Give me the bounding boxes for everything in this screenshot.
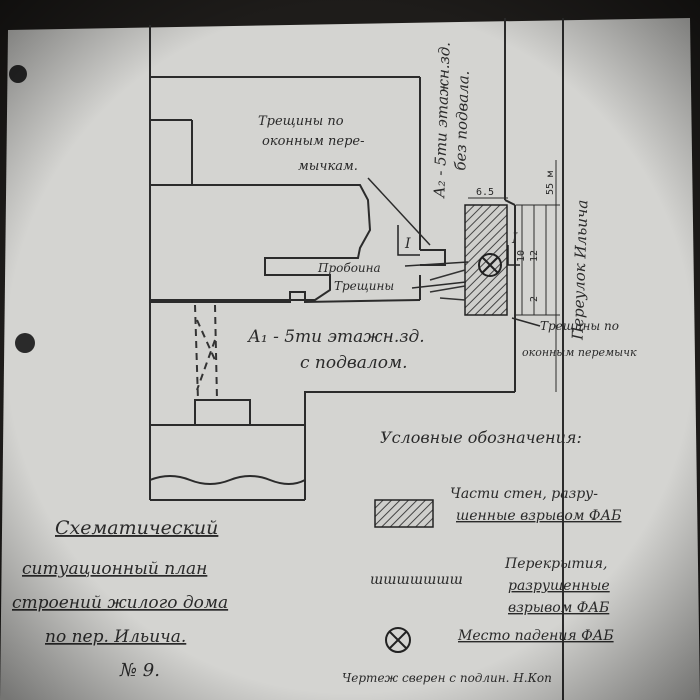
dim-12: 12 [529, 250, 540, 262]
dim-top: 6.5 [476, 187, 494, 198]
title-line1: Схематический [55, 517, 218, 539]
title-line3: строений жилого дома [12, 593, 228, 613]
legend-floor-line1: Перекрытия, [504, 556, 607, 572]
legend-impact-label: Место падения ФАБ [457, 628, 614, 644]
punch-hole-top [9, 65, 27, 83]
note-breach: Пробоина [317, 261, 381, 275]
legend-floor-line2: разрушенные [508, 578, 610, 594]
building-a2-sublabel: без подвала. [451, 70, 472, 171]
footer-note: Чертеж сверен с подлин. Н.Коп [342, 671, 552, 685]
legend-wall-swatch [374, 499, 434, 528]
punch-hole-bottom [15, 333, 35, 353]
legend-title: Условные обозначения: [380, 428, 582, 447]
building-a1-sublabel: с подвалом. [300, 353, 407, 373]
note-cracks-windows-2b: оконным перемычк [522, 346, 637, 359]
section-mark-left: I [404, 236, 411, 252]
building-a1-label: А₁ - 5ти этажн.зд. [247, 327, 425, 347]
note-cracks-windows-1: Трещины по [258, 114, 344, 129]
title-line4: по пер. Ильича. [45, 627, 186, 647]
legend-floor-line3: взрывом ФАБ [508, 600, 609, 616]
legend-wall-line1: Части стен, разру- [450, 486, 598, 502]
dim-55: 55 м [545, 171, 556, 195]
section-mark-right: I [511, 231, 518, 247]
legend-wall-line2: шенные взрывом ФАБ [456, 508, 621, 524]
drawing-number: № 9. [119, 660, 160, 681]
note-cracks-windows-1b: оконным пере- [262, 134, 365, 149]
legend-floor-swatch: ɯɯɯɯɯɯɯ [370, 572, 463, 588]
title-line2: ситуационный план [22, 559, 207, 579]
note-cracks: Трещины [334, 279, 394, 293]
dim-10: 10 [516, 250, 527, 262]
note-cracks-windows-1c: мычкам. [298, 159, 358, 174]
dim-2: 2 [529, 296, 540, 302]
